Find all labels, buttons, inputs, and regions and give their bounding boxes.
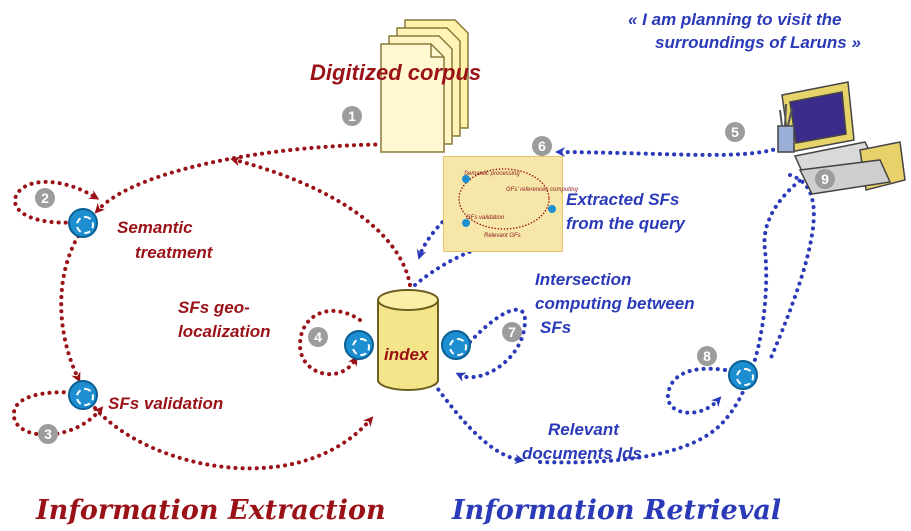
- extracted-label-line2: from the query: [566, 214, 686, 233]
- computer-icon: [777, 81, 906, 195]
- path-validation-to-index: [93, 406, 374, 471]
- path-index-to-relevant: [428, 376, 525, 465]
- query-text-line2: surroundings of Laruns »: [655, 33, 861, 52]
- step-badge-6: 6: [532, 136, 552, 156]
- mini-semantic-processing: Semantic processing: [464, 171, 520, 177]
- intersection-process-icon: [441, 330, 471, 360]
- intersection-label-line3: SFs: [540, 318, 572, 337]
- ranking-process-icon: [728, 360, 758, 390]
- loop-step-8: [666, 366, 727, 415]
- path-computer-to-extracted: [555, 146, 782, 158]
- geo-label-line1: SFs geo-: [178, 298, 250, 317]
- step-badge-1: 1: [342, 106, 362, 126]
- intersection-label-line1: Intersection: [535, 270, 632, 289]
- intersection-label-line2: computing between: [535, 294, 695, 313]
- loop-step-4: [297, 308, 362, 377]
- semantic-label-line1: Semantic: [117, 218, 193, 237]
- path-index-to-corpus: [230, 156, 412, 287]
- loop-step-7: [455, 307, 528, 382]
- step-badge-7: 7: [502, 322, 522, 342]
- mini-references: GFs' references computing: [506, 187, 578, 193]
- document-stack-icon: [380, 19, 469, 153]
- query-text-line1: « I am planning to visit the: [628, 10, 842, 29]
- thumbnail-paths: [458, 168, 556, 230]
- section-title-extraction: Information Extraction: [36, 495, 386, 526]
- geolocalization-process-icon: [344, 330, 374, 360]
- step-badge-9: 9: [815, 169, 835, 189]
- relevant-label-line2: documents Ids: [522, 444, 642, 463]
- step-badge-5: 5: [725, 122, 745, 142]
- semantic-label-line2: treatment: [135, 243, 213, 262]
- loop-step-3: [11, 390, 104, 437]
- step-badge-8: 8: [697, 346, 717, 366]
- geo-label-line2: localization: [178, 322, 271, 341]
- path-corpus-to-semantic: [94, 142, 427, 214]
- index-label: index: [384, 345, 429, 364]
- query-processing-thumbnail: Semantic processing GFs' references comp…: [443, 156, 578, 252]
- mini-validation: GFs validation: [466, 215, 505, 221]
- section-title-retrieval: Information Retrieval: [452, 495, 782, 526]
- extracted-label-line1: Extracted SFs: [566, 190, 680, 209]
- path-computer-to-ranking: [768, 173, 816, 362]
- path-semantic-to-validation: [59, 228, 84, 383]
- database-icon: [377, 289, 439, 391]
- validation-label: SFs validation: [108, 394, 224, 413]
- validation-process-icon: [68, 380, 98, 410]
- loop-step-2: [13, 179, 100, 225]
- mini-relevant: Relevant GFs: [484, 233, 521, 239]
- corpus-label: Digitized corpus: [310, 60, 482, 85]
- semantic-process-icon: [68, 208, 98, 238]
- step-badge-4: 4: [308, 327, 328, 347]
- path-index-to-intersection: [413, 238, 512, 287]
- step-badge-3: 3: [38, 424, 58, 444]
- relevant-label-line1: Relevant: [548, 420, 619, 439]
- step-badge-2: 2: [35, 188, 55, 208]
